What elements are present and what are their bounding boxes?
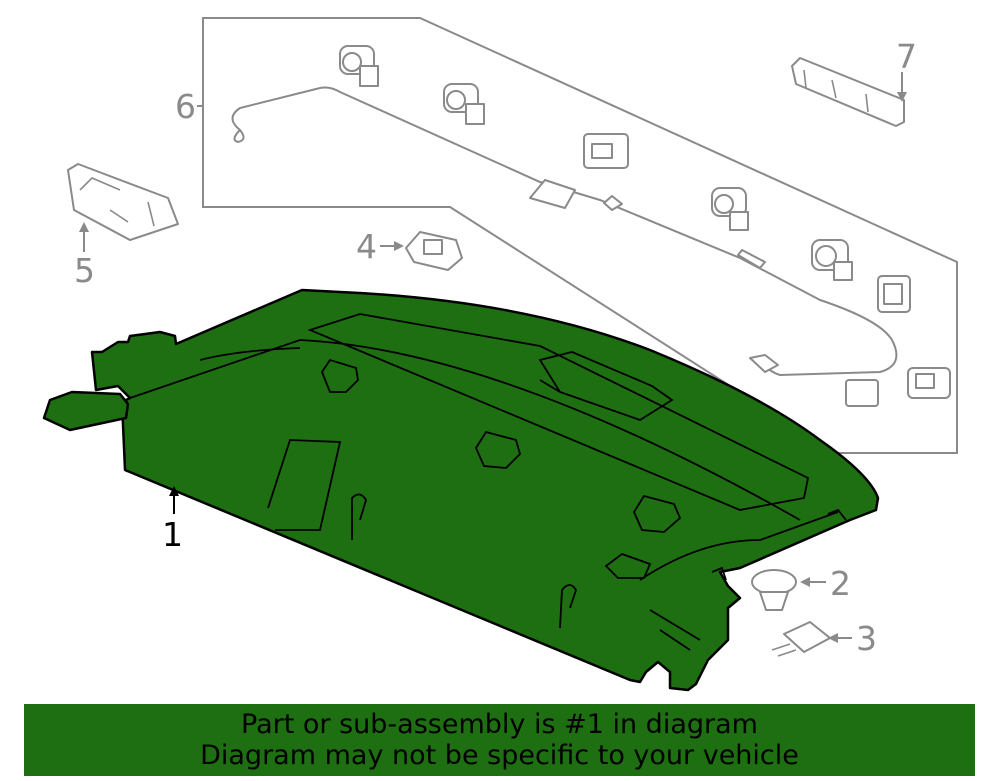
leader-lines — [79, 72, 907, 643]
bracket-part-5 — [67, 163, 179, 241]
callout-6: 6 — [175, 87, 196, 126]
bracket-part-7 — [791, 57, 905, 127]
package-tray-body — [90, 288, 880, 692]
wire-harness — [231, 86, 898, 377]
callout-2: 2 — [830, 564, 851, 603]
harness-group-outline — [202, 17, 958, 454]
package-tray-part-1 — [42, 288, 880, 692]
callout-1: 1 — [162, 515, 183, 554]
sensor-part-4 — [405, 231, 463, 271]
banner-line-1: Part or sub-assembly is #1 in diagram — [241, 709, 758, 740]
info-banner: Part or sub-assembly is #1 in diagram Di… — [24, 704, 975, 776]
parts-diagram: 1 2 3 4 5 6 7 — [42, 17, 958, 692]
callout-3: 3 — [856, 619, 877, 658]
package-tray-flap — [42, 390, 130, 432]
clip-part-2 — [751, 569, 797, 611]
callout-5: 5 — [74, 251, 95, 290]
sensor-connectors — [339, 45, 951, 407]
banner-line-2: Diagram may not be specific to your vehi… — [200, 740, 799, 771]
callout-7: 7 — [896, 37, 917, 76]
fastener-part-3 — [771, 621, 831, 657]
callout-4: 4 — [356, 227, 377, 266]
